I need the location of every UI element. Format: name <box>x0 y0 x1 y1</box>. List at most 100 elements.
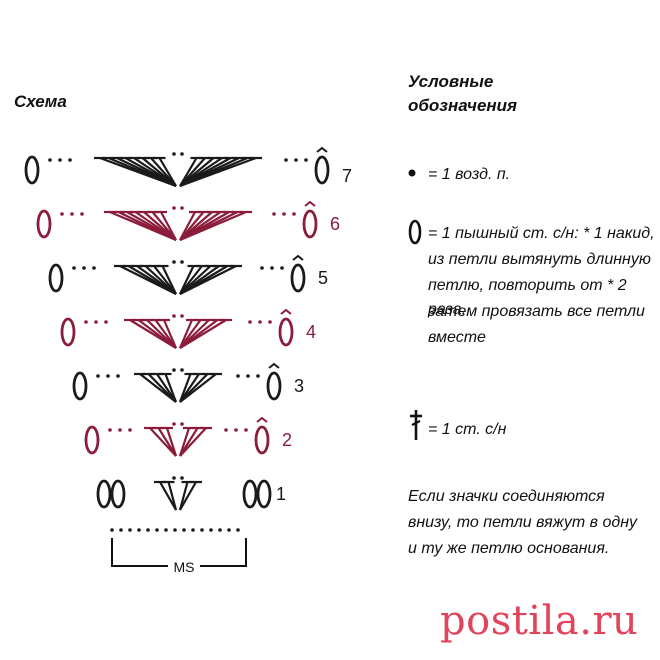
chain-stitch <box>180 314 184 318</box>
double-crochet-stitch <box>179 427 207 457</box>
chain-stitch <box>58 158 62 162</box>
puff-cap <box>280 308 292 315</box>
right-puff-stitch <box>256 479 272 509</box>
chain-stitch <box>180 422 184 426</box>
double-crochet-stitch <box>178 373 192 403</box>
double-crochet-stitch <box>179 211 205 241</box>
chain-stitch <box>258 320 262 324</box>
right-puff-stitch <box>242 479 258 509</box>
chart-row: 5 <box>48 254 328 295</box>
double-crochet-stitch <box>144 265 177 295</box>
chain-stitch <box>96 374 100 378</box>
chain-stitch <box>180 206 184 210</box>
chain-stitch <box>92 266 96 270</box>
double-crochet-stitch <box>159 481 177 511</box>
chart-row: 1 <box>96 476 286 511</box>
chain-stitch <box>172 476 176 480</box>
repeat-label: MS <box>174 559 195 575</box>
left-puff-stitch <box>84 425 100 455</box>
chain-stitch <box>172 260 176 264</box>
chain-stitch <box>284 158 288 162</box>
chain-stitch <box>294 158 298 162</box>
foundation-chain-stitch <box>119 528 123 532</box>
double-crochet-stitch <box>162 319 178 349</box>
chain-stitch <box>272 212 276 216</box>
chain-stitch <box>60 212 64 216</box>
chain-stitch <box>94 320 98 324</box>
row-number-label: 5 <box>318 268 328 288</box>
chain-stitch <box>282 212 286 216</box>
right-puff-stitch <box>266 371 282 401</box>
double-crochet-stitch <box>167 481 178 511</box>
chain-stitch <box>68 158 72 162</box>
right-puff-stitch <box>254 425 270 455</box>
double-crochet-stitch <box>179 319 210 349</box>
chart-row: 6 <box>36 200 340 242</box>
double-crochet-stitch <box>161 265 177 295</box>
chain-stitch <box>256 374 260 378</box>
foundation-chain-stitch <box>155 528 159 532</box>
chain-stitch <box>180 368 184 372</box>
row-number-label: 3 <box>294 376 304 396</box>
row-number-label: 2 <box>282 430 292 450</box>
puff-cap <box>256 416 268 423</box>
chain-stitch <box>82 266 86 270</box>
chain-stitch <box>244 428 248 432</box>
row-number-label: 7 <box>342 166 352 186</box>
left-puff-stitch <box>48 263 64 293</box>
chart-row: 4 <box>60 308 316 349</box>
legend-puff-line-2: из петли вытянуть длинную <box>428 251 651 268</box>
double-crochet-stitch <box>157 427 177 457</box>
puff-cap <box>316 146 328 153</box>
foundation-chain-stitch <box>218 528 222 532</box>
chain-stitch <box>248 320 252 324</box>
note-line-2: внизу, то петли вяжут в одну <box>408 514 637 531</box>
foundation-chain-stitch <box>110 528 114 532</box>
chain-stitch <box>236 374 240 378</box>
chain-stitch <box>70 212 74 216</box>
chain-stitch <box>180 260 184 264</box>
puff-cap <box>304 200 316 207</box>
double-crochet-stitch <box>156 373 177 403</box>
chain-stitch <box>172 152 176 156</box>
double-crochet-stitch <box>179 481 197 511</box>
left-puff-stitch <box>24 155 40 185</box>
chain-stitch <box>72 266 76 270</box>
chain-stitch <box>172 422 176 426</box>
chain-stitch <box>246 374 250 378</box>
right-puff-stitch <box>278 317 294 347</box>
foundation-chain-stitch <box>164 528 168 532</box>
chain-stitch <box>172 368 176 372</box>
foundation-chain-stitch <box>128 528 132 532</box>
legend-puff-line-5: вместе <box>428 329 486 346</box>
double-crochet-stitch <box>146 319 177 349</box>
foundation-chain-stitch <box>173 528 177 532</box>
legend-dc-text: = 1 ст. с/н <box>428 421 507 438</box>
legend-puff-line-4: затем провязать все петли <box>428 303 645 320</box>
puff-cap <box>292 254 304 261</box>
row-number-label: 6 <box>330 214 340 234</box>
double-crochet-stitch <box>164 373 178 403</box>
double-crochet-stitch <box>178 427 191 457</box>
double-crochet-stitch <box>179 373 200 403</box>
row-number-label: 1 <box>276 484 286 504</box>
right-puff-stitch <box>290 263 306 293</box>
legend-chain-icon <box>408 169 416 177</box>
legend-puff-icon <box>408 219 422 245</box>
double-crochet-stitch <box>153 265 177 295</box>
double-crochet-stitch <box>160 211 177 241</box>
chain-stitch <box>80 212 84 216</box>
double-crochet-stitch <box>179 265 203 295</box>
double-crochet-stitch <box>179 373 209 403</box>
legend-puff-line-1: = 1 пышный ст. с/н: * 1 накид, <box>428 225 655 242</box>
double-crochet-stitch <box>178 481 189 511</box>
chain-stitch <box>304 158 308 162</box>
chain-stitch <box>118 428 122 432</box>
legend-puff-line-3: петлю, повторить от * 2 раза, <box>428 277 627 318</box>
watermark-text: postila.ru <box>440 598 639 644</box>
foundation-chain-stitch <box>200 528 204 532</box>
double-crochet-stitch <box>179 157 198 187</box>
double-crochet-stitch <box>179 265 212 295</box>
chain-stitch <box>128 428 132 432</box>
